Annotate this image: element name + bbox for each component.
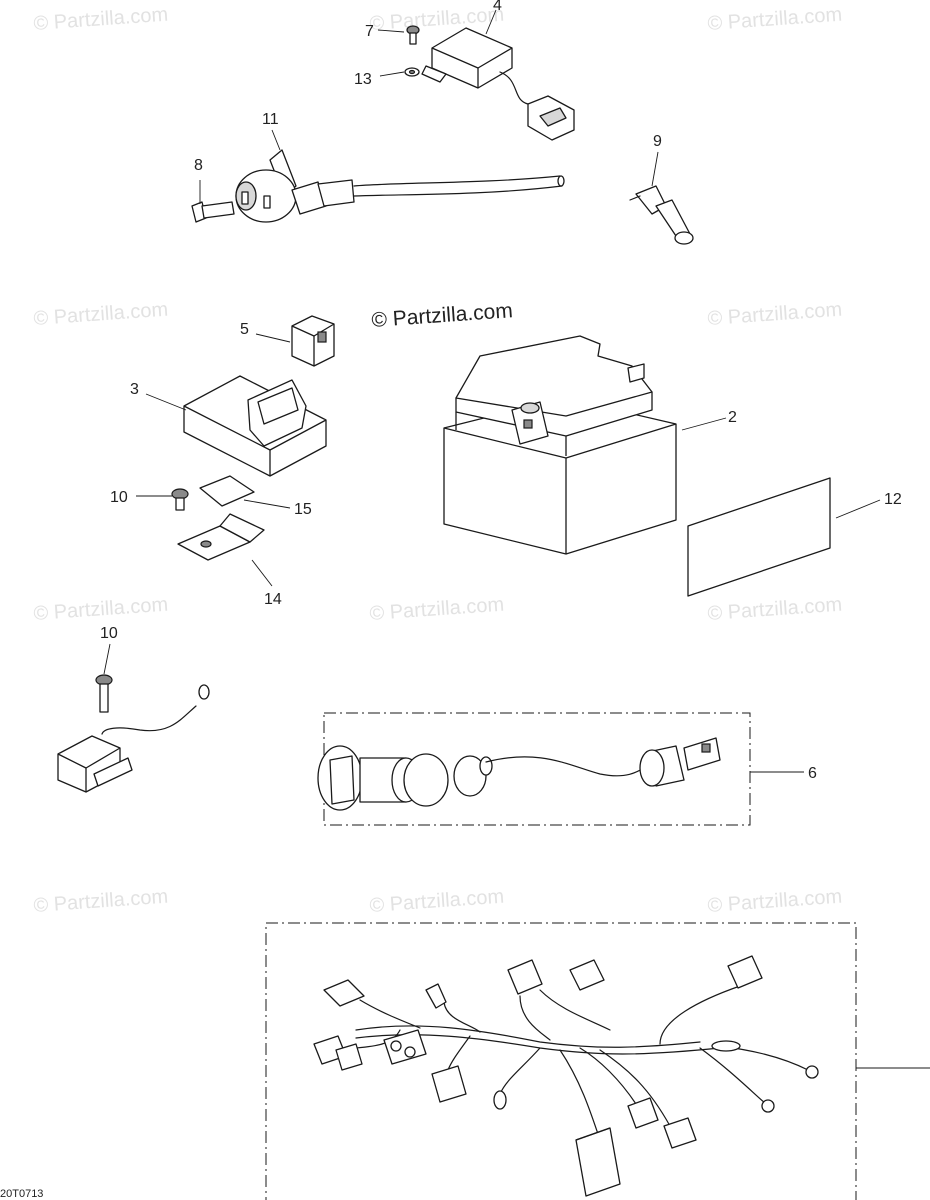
watermark: © Partzilla.com bbox=[369, 4, 505, 35]
watermark: © Partzilla.com bbox=[707, 886, 843, 917]
watermark-main: © Partzilla.com bbox=[371, 299, 514, 332]
part-4-module bbox=[421, 27, 575, 141]
callout-13: 13 bbox=[354, 71, 372, 88]
part-10-bolt-upper bbox=[171, 488, 189, 511]
callout-5: 5 bbox=[240, 321, 249, 338]
callout-3: 3 bbox=[130, 381, 139, 398]
part-13-washer bbox=[404, 67, 420, 77]
part-5-relay bbox=[291, 315, 335, 367]
drawing-reference: 20T0713 bbox=[0, 1188, 43, 1200]
callout-8: 8 bbox=[194, 157, 203, 174]
callout-9: 9 bbox=[653, 133, 662, 150]
part-14-bracket bbox=[177, 513, 265, 561]
watermark-layer: © Partzilla.com © Partzilla.com © Partzi… bbox=[33, 4, 843, 917]
part-3-cdi-box bbox=[183, 375, 327, 477]
callout-7: 7 bbox=[365, 23, 374, 40]
callout-11: 11 bbox=[262, 111, 279, 128]
part-8-bolt bbox=[191, 201, 235, 223]
watermark: © Partzilla.com bbox=[707, 594, 843, 625]
part-9-spark-plug-cap bbox=[629, 185, 694, 245]
watermark: © Partzilla.com bbox=[369, 594, 505, 625]
watermark: © Partzilla.com bbox=[707, 4, 843, 35]
part-11-ignition-coil bbox=[235, 149, 565, 223]
part-2-battery bbox=[443, 335, 677, 555]
watermark: © Partzilla.com bbox=[369, 886, 505, 917]
part-15-pad bbox=[199, 475, 255, 507]
callout-4: 4 bbox=[493, 0, 502, 14]
callout-14: 14 bbox=[264, 591, 282, 608]
leader-lines bbox=[103, 9, 930, 1069]
part-12-label bbox=[687, 477, 831, 597]
watermark: © Partzilla.com bbox=[33, 299, 169, 330]
callouts: 4 7 13 11 8 9 5 3 10 15 14 2 12 10 6 bbox=[100, 0, 902, 782]
part-10-relay-assembly bbox=[57, 674, 210, 793]
part-6-ignition-switch bbox=[317, 737, 721, 811]
callout-6: 6 bbox=[808, 765, 817, 782]
callout-2: 2 bbox=[728, 409, 737, 426]
watermark: © Partzilla.com bbox=[33, 594, 169, 625]
watermark: © Partzilla.com bbox=[707, 299, 843, 330]
callout-10-lower: 10 bbox=[100, 625, 118, 642]
wiring-harness bbox=[313, 955, 819, 1197]
callout-12: 12 bbox=[884, 491, 902, 508]
watermark: © Partzilla.com bbox=[33, 886, 169, 917]
watermark: © Partzilla.com bbox=[33, 4, 169, 35]
part-7-screw bbox=[406, 25, 420, 45]
callout-10-upper: 10 bbox=[110, 489, 128, 506]
callout-15: 15 bbox=[294, 501, 312, 518]
